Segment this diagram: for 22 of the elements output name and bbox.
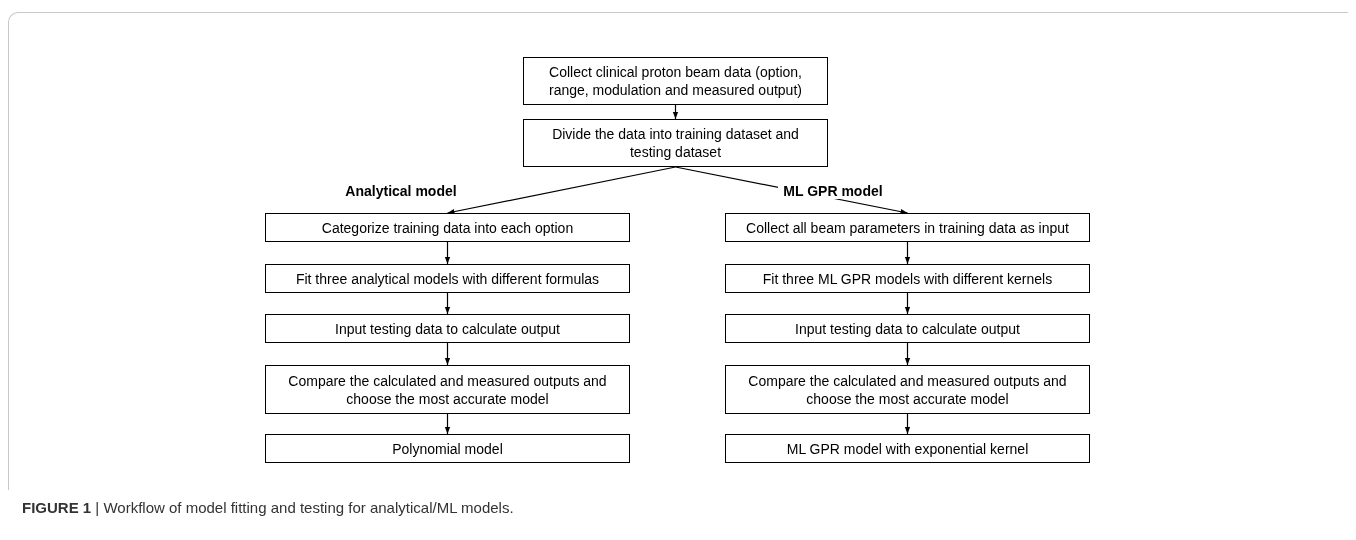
process-box: Fit three analytical models with different formulas <box>265 264 630 293</box>
process-box: Compare the calculated and measured outputs and choose the most accurate model <box>725 365 1090 414</box>
arrow <box>444 292 451 315</box>
figure-caption: FIGURE 1 | Workflow of model fitting and testing for analytical/ML models. <box>22 498 514 518</box>
arrow <box>904 292 911 315</box>
arrow <box>672 104 679 120</box>
process-box: Collect clinical proton beam data (option, range, modulation and measured output) <box>523 57 828 105</box>
process-box: Fit three ML GPR models with different kernels <box>725 264 1090 293</box>
process-box: Input testing data to calculate output <box>265 314 630 343</box>
process-box: Compare the calculated and measured outputs and choose the most accurate model <box>265 365 630 414</box>
process-box: ML GPR model with exponential kernel <box>725 434 1090 463</box>
arrow <box>444 241 451 265</box>
process-box: Divide the data into training dataset and testing dataset <box>523 119 828 167</box>
arrow <box>444 342 451 366</box>
process-box: Collect all beam parameters in training data as input <box>725 213 1090 242</box>
process-box: Polynomial model <box>265 434 630 463</box>
arrow <box>904 342 911 366</box>
arrow <box>444 413 451 435</box>
arrow <box>904 241 911 265</box>
process-box: Categorize training data into each option <box>265 213 630 242</box>
arrow <box>904 413 911 435</box>
process-box: Input testing data to calculate output <box>725 314 1090 343</box>
